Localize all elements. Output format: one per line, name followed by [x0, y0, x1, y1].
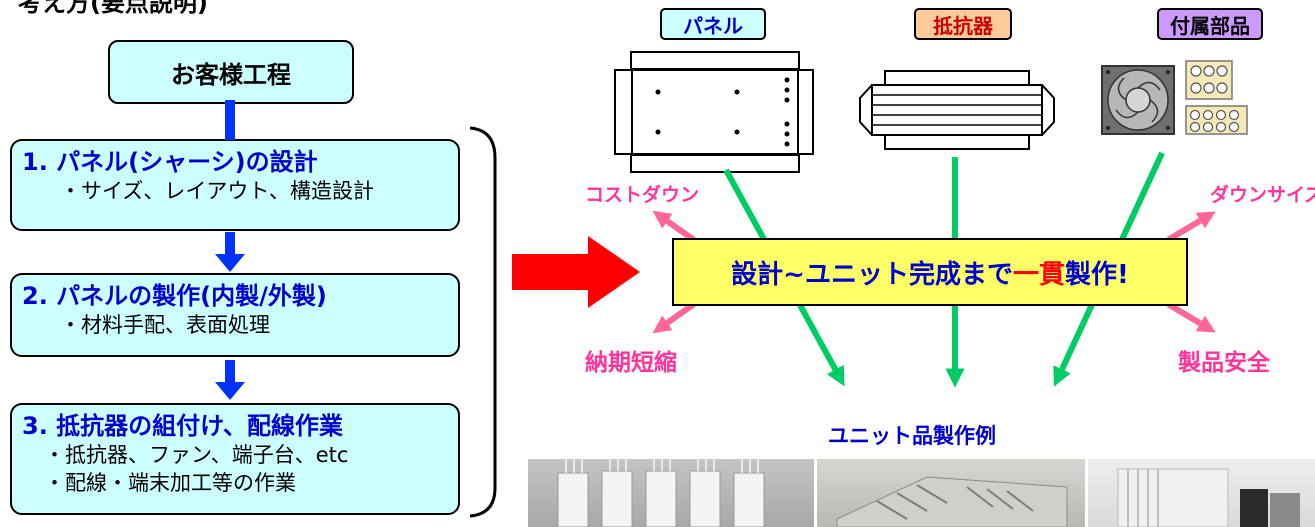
step-title: 1. パネル(シャーシ)の設計 — [22, 148, 318, 176]
down-arrow-icon — [215, 232, 245, 272]
benefit-arrow — [652, 301, 696, 334]
benefit-downsize: ダウンサイズ — [1210, 184, 1315, 206]
step-detail: ・抵抗器、ファン、端子台、etc — [44, 443, 349, 467]
group-bracket — [469, 126, 497, 518]
unit-examples-label: ユニット品製作例 — [828, 424, 996, 448]
fan-unit-photo — [1117, 468, 1300, 527]
process-step-design: 1. パネル(シャーシ)の設計 ・サイズ、レイアウト、構造設計 — [10, 139, 460, 231]
step-detail: ・サイズ、レイアウト、構造設計 — [60, 179, 374, 203]
banner-highlight: 一貫 — [1012, 259, 1065, 290]
benefit-arrow — [652, 210, 696, 243]
benefit-cost-down: コストダウン — [585, 184, 700, 206]
category-panel-label: パネル — [660, 8, 766, 40]
benefit-lead-time: 納期短縮 — [585, 350, 677, 376]
category-accessory-label: 付属部品 — [1157, 8, 1263, 40]
benefit-arrow — [1166, 301, 1216, 333]
process-step-fabrication: 2. パネルの製作(内製/外製) ・材料手配、表面処理 — [10, 273, 460, 357]
step-detail: ・材料手配、表面処理 — [60, 313, 270, 337]
step-detail: ・配線・端末加工等の作業 — [44, 471, 296, 495]
banner-text-end: 製作! — [1064, 259, 1129, 290]
unit-photo-2 — [817, 459, 1085, 527]
fan-icon — [1101, 65, 1175, 135]
resistor-frame-photo — [836, 476, 1068, 527]
unit-photo-3 — [1088, 459, 1315, 527]
down-arrow-icon — [215, 360, 245, 400]
terminal-block-icon — [1185, 60, 1248, 135]
category-resistor-label: 抵抗器 — [914, 8, 1012, 40]
flow-connector — [225, 100, 235, 140]
page-heading: 考え方(要点説明) — [18, 0, 208, 17]
process-step-assembly: 3. 抵抗器の組付け、配線作業 ・抵抗器、ファン、端子台、etc ・配線・端末加… — [10, 403, 460, 515]
resistor-icon — [859, 70, 1055, 150]
banner-text: 設計~ユニット完成まで — [731, 259, 1013, 290]
big-right-arrow-icon — [512, 236, 640, 308]
benefit-safety: 製品安全 — [1178, 350, 1270, 376]
panel-chassis-icon — [614, 51, 814, 173]
heat-sink-photo — [557, 459, 765, 527]
step-title: 2. パネルの製作(内製/外製) — [22, 282, 327, 310]
benefit-arrow — [1166, 211, 1216, 243]
unit-photo-1 — [528, 459, 814, 527]
integrated-production-banner: 設計~ユニット完成まで一貫製作! — [672, 238, 1188, 306]
step-title: 3. 抵抗器の組付け、配線作業 — [22, 412, 343, 440]
